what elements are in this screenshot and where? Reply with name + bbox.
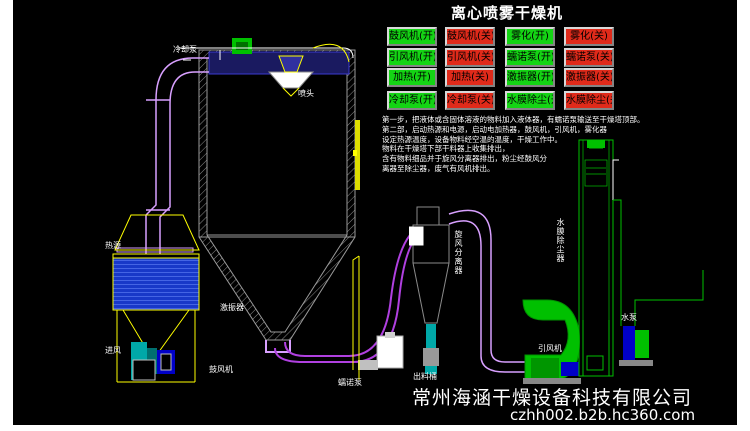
feed-pump-label: 蠕诺泵	[338, 378, 362, 387]
induced-fan	[522, 299, 581, 384]
step-line: 设定热源温度，设备物料经空温的温度，干燥工作中。	[382, 134, 562, 144]
distributor-and-nozzle	[208, 38, 350, 97]
water-pump-label: 水泵	[621, 313, 637, 322]
scrubber-label: 水膜除尘器	[556, 218, 565, 263]
cyclone-label: 旋风分离器	[454, 230, 463, 275]
control-button[interactable]: 冷却泵(开)	[387, 91, 437, 110]
control-button[interactable]: 引风机(关)	[445, 48, 495, 67]
control-button[interactable]: 雾化(开)	[505, 27, 555, 46]
discharge-label: 出料桶	[413, 372, 437, 381]
screen-title: 离心喷雾干燥机	[451, 4, 564, 22]
watermark-site: czhh002.b2b.hc360.com	[510, 406, 696, 424]
control-button[interactable]: 雾化(关)	[564, 27, 614, 46]
water-scrubber	[578, 139, 622, 377]
heat-source-label: 热源	[105, 241, 121, 250]
control-button[interactable]: 激振器(开)	[505, 68, 555, 87]
feed-pump	[352, 255, 404, 380]
heater	[112, 214, 200, 383]
hot-air-duct	[145, 43, 354, 255]
watermark-company: 常州海涵干燥设备科技有限公司	[412, 387, 693, 409]
control-button[interactable]: 水膜除尘(开)	[505, 91, 555, 110]
water-pump	[619, 270, 704, 366]
cooling-pump-label: 冷却泵	[173, 45, 197, 54]
vibrator-label: 激振器	[220, 303, 244, 312]
cyclone-separator	[409, 206, 525, 374]
control-button[interactable]: 激振器(关)	[564, 68, 614, 87]
process-steps: 第一步，把液体或含固体溶液的物料加入液体器，有蠕诺泵输送至干燥塔顶部。 第二部，…	[382, 115, 645, 174]
nozzle-label: 喷头	[298, 89, 314, 98]
blower	[131, 342, 175, 381]
control-button[interactable]: 鼓风机(开)	[387, 27, 437, 46]
control-button[interactable]: 引风机(开)	[387, 48, 437, 67]
control-button[interactable]: 水膜除尘(关)	[564, 91, 614, 110]
step-line: 物料在干燥塔下部干料器上收集排出，	[382, 144, 510, 154]
step-line: 第一步，把液体或含固体溶液的物料加入液体器，有蠕诺泵输送至干燥塔顶部。	[382, 115, 645, 124]
induced-fan-label: 引风机	[538, 344, 562, 353]
control-button[interactable]: 鼓风机(关)	[445, 27, 495, 46]
air-inlet-label: 进风	[105, 346, 121, 355]
control-button[interactable]: 加热(开)	[387, 68, 437, 87]
control-button[interactable]: 加热(关)	[445, 68, 495, 87]
control-button[interactable]: 蠕诺泵(关)	[564, 48, 614, 67]
control-button[interactable]: 冷却泵(关)	[445, 91, 495, 110]
step-line: 第二部，启动热源和电源，启动电加热器，鼓风机，引风机，雾化器	[382, 124, 607, 134]
control-button[interactable]: 蠕诺泵(开)	[505, 48, 555, 67]
process-diagram	[112, 38, 704, 384]
step-line: 含有物料细品并于旋风分离器排出，粉尘经鼓风分	[382, 154, 547, 164]
step-line: 离器至除尘器，废气有风机排出。	[382, 163, 495, 173]
blower-label: 鼓风机	[209, 365, 233, 374]
scada-screen: 冷却泵 喷头 热源 进风 鼓风机 激振器 蠕诺泵 出料桶 旋风分离器 引风机 水…	[13, 0, 737, 425]
drying-tower	[198, 49, 360, 353]
